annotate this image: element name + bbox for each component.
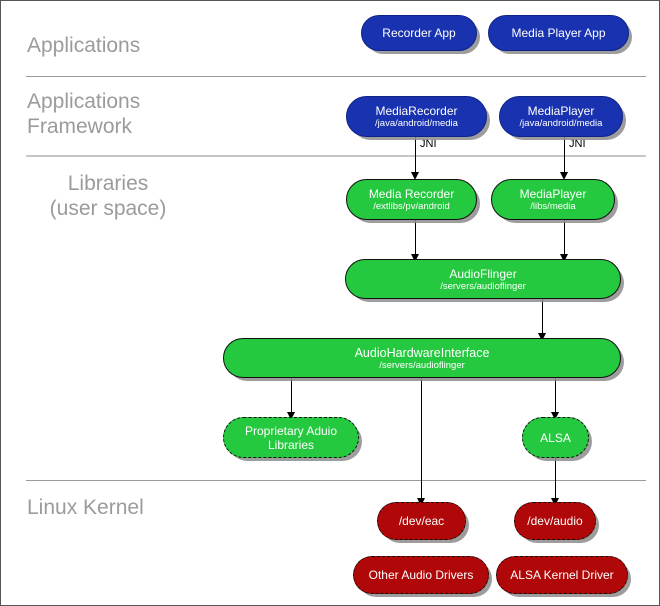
edge-mediarecorderlib-to-audioflinger (415, 220, 416, 258)
node-alsa-title: ALSA (540, 430, 571, 445)
node-alsa[interactable]: ALSA (522, 417, 589, 458)
node-media-recorder-lib-title: Media Recorder (368, 187, 455, 201)
node-media-recorder-lib-path: /extlibs/pv/android (373, 201, 450, 212)
edge-ahi-to-dev-eac (421, 372, 422, 502)
node-audioflinger-title: AudioFlinger (449, 266, 517, 281)
node-other-audio-drivers-title: Other Audio Drivers (368, 568, 474, 582)
edge-mediarecorder-to-lib (415, 137, 416, 175)
node-recorder-app[interactable]: Recorder App (361, 15, 477, 51)
edge-mediaplayer-to-lib (564, 137, 565, 175)
node-audioflinger[interactable]: AudioFlinger /servers/audioflinger (345, 259, 621, 299)
arrowhead-ahi-to-alsa (551, 412, 559, 420)
node-dev-eac[interactable]: /dev/eac (377, 502, 466, 540)
node-mediarecorder-framework[interactable]: MediaRecorder /java/android/media (346, 96, 487, 137)
node-mediarecorder-framework-title: MediaRecorder (375, 104, 458, 118)
node-media-player-app[interactable]: Media Player App (488, 15, 629, 51)
section-label-linux-kernel: Linux Kernel (27, 496, 144, 519)
node-proprietary-audio-libraries[interactable]: Proprietary Aduio Libraries (223, 417, 359, 458)
arrowhead-mediarecorderlib-to-audioflinger (411, 254, 419, 262)
node-audioflinger-path: /servers/audioflinger (440, 280, 526, 292)
node-other-audio-drivers[interactable]: Other Audio Drivers (353, 556, 489, 594)
node-mediaplayer-lib-title: MediaPlayer (519, 187, 587, 201)
edge-label-jni-player: JNI (569, 138, 586, 150)
section-label-applications-framework: Applications Framework (27, 90, 141, 138)
node-dev-eac-title: /dev/eac (398, 514, 445, 528)
node-proprietary-audio-libraries-title: Proprietary Aduio Libraries (244, 423, 338, 452)
divider-linux-kernel (26, 480, 646, 481)
node-media-player-app-title: Media Player App (511, 26, 606, 40)
node-audiohardwareinterface[interactable]: AudioHardwareInterface /servers/audiofli… (223, 338, 621, 378)
edge-label-jni-recorder: JNI (420, 138, 437, 150)
arrowhead-mediarecorder-to-lib (411, 172, 419, 180)
section-label-libraries: Libraries (user space) (49, 172, 167, 220)
node-mediaplayer-framework-path: /java/android/media (519, 118, 603, 129)
edge-ahi-to-proprietary-libs (291, 372, 292, 416)
divider-applications (26, 76, 646, 77)
divider-framework (26, 155, 646, 157)
node-audiohardwareinterface-title: AudioHardwareInterface (354, 345, 490, 360)
node-media-recorder-lib[interactable]: Media Recorder /extlibs/pv/android (346, 179, 477, 220)
node-alsa-kernel-driver-title: ALSA Kernel Driver (510, 568, 614, 582)
node-mediaplayer-lib[interactable]: MediaPlayer /libs/media (491, 179, 615, 220)
edge-alsa-to-dev-audio (555, 457, 556, 502)
node-mediarecorder-framework-path: /java/android/media (375, 118, 458, 129)
edge-mediaplayerlib-to-audioflinger (564, 220, 565, 258)
edge-ahi-to-alsa (555, 372, 556, 416)
arrowhead-mediaplayer-to-lib (560, 172, 568, 180)
node-alsa-kernel-driver[interactable]: ALSA Kernel Driver (496, 556, 628, 594)
node-recorder-app-title: Recorder App (382, 26, 456, 40)
node-mediaplayer-lib-path: /libs/media (530, 201, 576, 212)
section-label-applications: Applications (27, 34, 141, 57)
edge-audioflinger-to-ahi (542, 299, 543, 337)
node-dev-audio-title: /dev/audio (527, 514, 583, 528)
arrowhead-audioflinger-to-ahi (538, 333, 546, 341)
arrowhead-mediaplayerlib-to-audioflinger (560, 254, 568, 262)
node-audiohardwareinterface-path: /servers/audioflinger (379, 359, 465, 371)
node-dev-audio[interactable]: /dev/audio (514, 502, 596, 540)
node-mediaplayer-framework-title: MediaPlayer (527, 104, 595, 118)
node-mediaplayer-framework[interactable]: MediaPlayer /java/android/media (499, 96, 623, 137)
arrowhead-ahi-to-proprietary-libs (287, 412, 295, 420)
